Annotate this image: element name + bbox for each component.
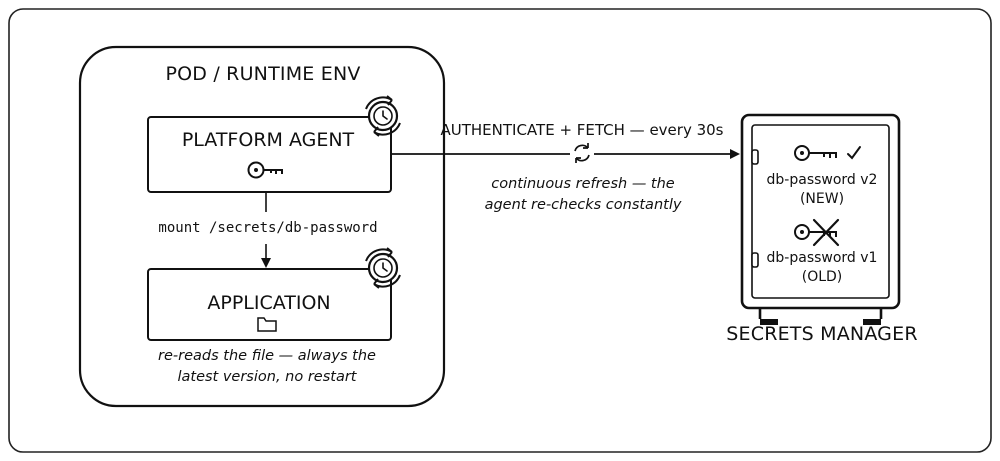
secret-entry-tag: (NEW) bbox=[799, 191, 845, 207]
application-box bbox=[147, 268, 392, 341]
key-icon bbox=[247, 161, 283, 179]
clock-refresh-icon bbox=[365, 247, 401, 289]
fetch-label: AUTHENTICATE + FETCH — every 30s bbox=[440, 121, 724, 139]
platform-agent-title: PLATFORM AGENT bbox=[181, 129, 355, 151]
application-note-line2: latest version, no restart bbox=[177, 369, 357, 385]
hinge-icon bbox=[751, 252, 759, 268]
mount-label: mount /secrets/db-password bbox=[158, 220, 378, 236]
key-check-icon bbox=[794, 145, 861, 161]
application-note: re-reads the file — always the latest ve… bbox=[158, 346, 376, 388]
secret-entry-v2: db-password v2 (NEW) bbox=[767, 171, 878, 209]
secret-entry-name: db-password v2 bbox=[766, 172, 878, 188]
secrets-manager-safe bbox=[740, 113, 901, 325]
secret-entry-v1: db-password v1 (OLD) bbox=[767, 249, 878, 287]
clock-refresh-icon bbox=[365, 95, 401, 137]
hinge-icon bbox=[751, 149, 759, 165]
refresh-note: continuous refresh — the agent re-checks… bbox=[485, 174, 682, 216]
refresh-note-line2: agent re-checks constantly bbox=[484, 197, 682, 213]
key-crossed-icon bbox=[794, 218, 840, 247]
refresh-icon bbox=[574, 143, 590, 163]
application-title: APPLICATION bbox=[207, 292, 331, 314]
refresh-note-line1: continuous refresh — the bbox=[491, 176, 675, 192]
secrets-manager-title: SECRETS MANAGER bbox=[726, 323, 918, 345]
pod-title: POD / RUNTIME ENV bbox=[165, 63, 361, 85]
pod-container bbox=[78, 45, 446, 408]
secret-entry-tag: (OLD) bbox=[801, 269, 843, 285]
secret-entry-name: db-password v1 bbox=[766, 250, 878, 266]
outer-frame bbox=[8, 8, 992, 453]
folder-icon bbox=[257, 317, 277, 332]
application-note-line1: re-reads the file — always the bbox=[158, 348, 376, 364]
